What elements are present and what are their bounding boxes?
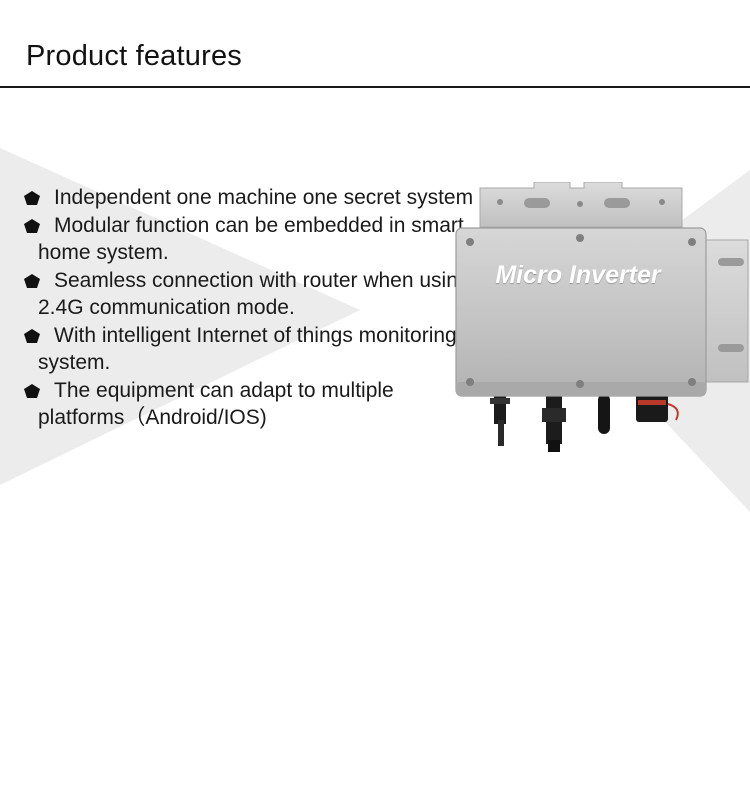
feature-item: The equipment can adapt to multiple plat… [22, 377, 462, 432]
feature-text-continuation: 2.4G communication mode. [38, 296, 295, 319]
feature-item: Modular function can be embedded in smar… [22, 212, 464, 267]
feature-item: Seamless connection with router when usi… [22, 267, 470, 322]
device-label: Micro Inverter [495, 261, 662, 289]
ac-connector-icon [636, 394, 679, 422]
feature-list: Independent one machine one secret syste… [22, 184, 474, 432]
feature-text: Seamless connection with router when usi… [54, 268, 470, 292]
page-title: Product features [26, 40, 242, 72]
pentagon-bullet-icon [24, 383, 40, 398]
feature-item: Independent one machine one secret syste… [22, 184, 474, 212]
feature-text-continuation: system. [38, 351, 111, 374]
feature-text: Independent one machine one secret syste… [54, 186, 474, 209]
feature-item: With intelligent Internet of things moni… [22, 322, 462, 377]
feature-text: With intelligent Internet of things moni… [54, 323, 457, 347]
micro-inverter-image: Micro Inverter [455, 182, 749, 452]
pentagon-bullet-icon [24, 328, 40, 343]
feature-text-continuation: home system. [38, 241, 169, 264]
feature-text: Modular function can be embedded in smar… [54, 213, 464, 237]
feature-text-continuation: platforms（Android/IOS) [38, 406, 267, 429]
section-header: Product features [0, 0, 750, 88]
pentagon-bullet-icon [24, 218, 40, 233]
pentagon-bullet-icon [24, 273, 40, 288]
connector-icon [542, 394, 566, 452]
antenna-icon [598, 394, 610, 434]
connector-icon [490, 394, 510, 446]
pentagon-bullet-icon [24, 191, 40, 205]
feature-text: The equipment can adapt to multiple [54, 378, 394, 402]
